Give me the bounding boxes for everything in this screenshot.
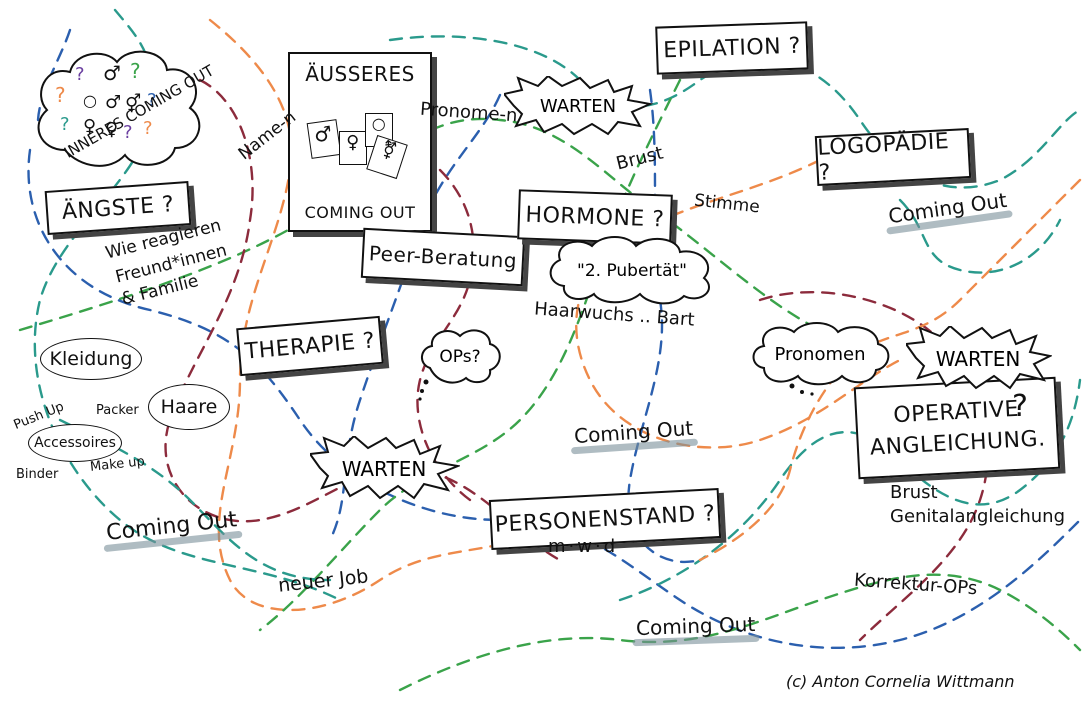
burst-warten-3-label: WARTEN — [936, 347, 1021, 371]
card-male-icon: ♂ — [306, 118, 342, 159]
label-credit: (c) Anton Cornelia Wittmann — [786, 672, 1015, 691]
cloud-ops-label: OPs? — [439, 347, 480, 367]
box-operative-line2: ANGLEICHUNG. — [869, 426, 1047, 461]
svg-text:?: ? — [60, 114, 70, 135]
svg-text:⚥: ⚥ — [125, 93, 141, 115]
box-aeusseres-title: ÄUSSERES — [305, 62, 415, 86]
path-orange-2 — [575, 158, 902, 449]
oval-haare: Haare — [148, 384, 230, 430]
operative-question-mark: ? — [1012, 389, 1028, 424]
burst-warten-2: WARTEN — [310, 436, 460, 500]
path-green-1 — [18, 117, 822, 332]
path-maroon-2 — [758, 290, 990, 642]
burst-warten-1: WARTEN — [504, 76, 654, 136]
box-aeusseres-coming-out: ÄUSSERES ♂ ♀ ○ ⚧ COMING OUT — [288, 52, 432, 232]
svg-text:?: ? — [123, 122, 133, 143]
label-mwd: m·w·d — [548, 536, 619, 557]
gender-cards: ♂ ♀ ○ ⚧ — [305, 109, 415, 181]
svg-text:♂: ♂ — [103, 61, 121, 85]
label-genitalangleichung: Genitalangleichung — [890, 506, 1066, 527]
burst-warten-1-label: WARTEN — [540, 96, 616, 117]
coming-out-text: Coming Out — [635, 611, 756, 641]
svg-text:?: ? — [143, 118, 153, 139]
cloud-pubertaet-label: "2. Pubertät" — [577, 261, 687, 281]
cloud-pubertaet: "2. Pubertät" — [549, 236, 711, 305]
burst-warten-2-label: WARTEN — [342, 457, 427, 481]
path-blue-1 — [27, 148, 1082, 650]
svg-text:♀: ♀ — [105, 119, 118, 140]
label-binder: Binder — [16, 467, 59, 482]
cloud-pronomen-label: Pronomen — [775, 344, 866, 365]
oval-kleidung: Kleidung — [40, 338, 142, 380]
box-aeusseres-subtitle: COMING OUT — [304, 203, 416, 222]
svg-text:?: ? — [147, 90, 157, 111]
svg-text:?: ? — [55, 83, 66, 107]
path-orange-1 — [208, 18, 562, 612]
svg-text:?: ? — [75, 64, 85, 85]
path-teal-1 — [33, 8, 342, 602]
coming-out-label-3: Coming Out — [632, 611, 760, 647]
svg-text:♂: ♂ — [105, 92, 121, 113]
burst-warten-3: WARTEN — [906, 326, 1052, 390]
label-brust-op: Brust — [890, 482, 938, 503]
box-operative-line1: OPERATIVE — [892, 396, 1020, 429]
box-epilation: EPILATION ? — [655, 21, 809, 75]
oval-accessoires: Accessoires — [28, 424, 122, 462]
cloud-ops: OPs? — [418, 329, 501, 401]
card-female-icon: ♀ — [339, 130, 367, 165]
cloud-inner-coming-out: ? ? ♂ ? ○ ♂ ⚥ ? ? ♀ ♀ ? ? — [37, 50, 201, 167]
svg-text:♀: ♀ — [83, 116, 96, 137]
label-packer: Packer — [96, 403, 139, 418]
path-blue-2 — [328, 93, 502, 542]
svg-text:○: ○ — [83, 91, 97, 110]
cloud-pronomen: Pronomen — [752, 322, 890, 396]
box-logopaedie: LOGOPÄDIE ? — [814, 128, 972, 186]
path-green-3 — [398, 573, 1082, 692]
svg-text:?: ? — [130, 59, 141, 83]
box-peer-beratung: Peer-Beratung — [360, 227, 526, 287]
path-maroon-1 — [164, 78, 562, 562]
